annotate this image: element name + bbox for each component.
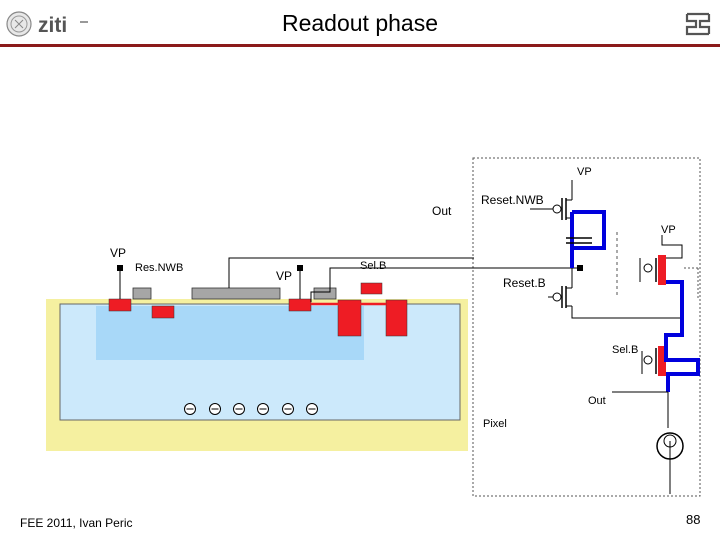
university-logo: ziti [4, 8, 100, 45]
footer-author: FEE 2011, Ivan Peric [20, 516, 133, 530]
label-out-bottom: Out [588, 395, 606, 407]
label-selb-left: Sel.B [360, 260, 386, 272]
label-res-nwb: Res.NWB [135, 262, 183, 274]
poly-gate-2 [191, 287, 281, 300]
out-wire [228, 257, 474, 288]
page-title: Readout phase [281, 10, 438, 36]
electron-5-icon [282, 403, 294, 415]
label-reset-b: Reset.B [503, 276, 546, 290]
readout-path [664, 280, 700, 392]
reset-nwb-gate-bubble [552, 204, 562, 214]
sel-implant [658, 346, 666, 376]
terminal-vp-mid [297, 265, 303, 271]
poly-gate-3 [313, 287, 337, 300]
sf-implant [658, 255, 666, 285]
label-pixel: Pixel [483, 418, 507, 430]
implant-2 [151, 305, 175, 319]
sense-node [577, 265, 583, 271]
label-reset-nwb: Reset.NWB [481, 193, 544, 207]
logo-text: ziti [38, 14, 67, 37]
electron-2-icon [209, 403, 221, 415]
poly-gate-1 [132, 287, 152, 300]
implant-3 [288, 298, 312, 312]
implant-1 [108, 298, 132, 312]
label-vp-mid: VP [276, 269, 292, 283]
implant-6 [360, 282, 383, 295]
label-vp-top: VP [577, 166, 592, 178]
electron-1-icon [184, 403, 196, 415]
label-out-left: Out [432, 204, 452, 218]
chip-logo-icon [684, 10, 712, 43]
electrons [184, 403, 318, 415]
implant-5 [385, 299, 408, 337]
implant-4 [337, 299, 362, 337]
electron-6-icon [306, 403, 318, 415]
electron-4-icon [257, 403, 269, 415]
charge-path [572, 210, 606, 250]
terminal-vp-left [117, 265, 123, 271]
label-vp-left: VP [110, 246, 126, 260]
label-selb-right: Sel.B [612, 344, 638, 356]
electron-3-icon [233, 403, 245, 415]
reset-b-gate-bubble [552, 292, 562, 302]
sense-wire [310, 267, 580, 302]
n-well [96, 306, 364, 360]
label-vp-right: VP [661, 224, 676, 236]
header-divider [0, 44, 720, 47]
page-number: 88 [686, 512, 701, 527]
pixel-boundary [472, 157, 701, 497]
